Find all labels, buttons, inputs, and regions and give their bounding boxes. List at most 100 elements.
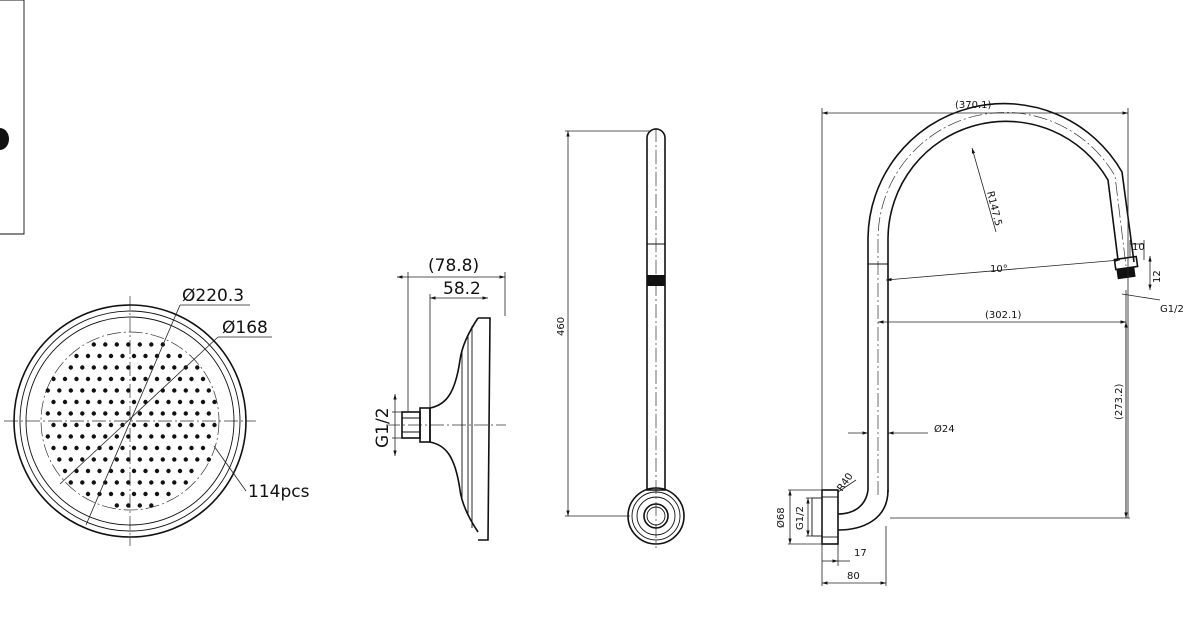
nozzle-dot bbox=[62, 422, 68, 428]
nozzle-dot bbox=[120, 491, 125, 497]
flange-thickness-label: 17 bbox=[854, 548, 867, 559]
thread-label: G1/2 bbox=[373, 407, 393, 448]
nozzle-dot bbox=[85, 422, 91, 428]
nozzle-dot bbox=[120, 422, 125, 428]
nozzle-dot bbox=[131, 445, 137, 451]
shower-arm-side-view: (370.1) R147.5 10° (302.1) (273.2) Ø24 R… bbox=[775, 100, 1184, 586]
nozzle-dot bbox=[166, 445, 171, 451]
nozzle-dot bbox=[137, 457, 142, 462]
nozzle-dot bbox=[137, 480, 142, 485]
nozzle-dot bbox=[131, 422, 137, 428]
nozzle-dot bbox=[108, 491, 114, 497]
nozzle-dot bbox=[183, 411, 188, 416]
nozzle-dot bbox=[149, 388, 154, 393]
nozzle-dot bbox=[74, 353, 79, 359]
nozzle-dot bbox=[166, 376, 171, 382]
nozzle-dot bbox=[172, 411, 177, 416]
nozzle-dot bbox=[195, 457, 200, 462]
nozzle-dot bbox=[80, 388, 85, 393]
nozzle-dot bbox=[51, 376, 56, 382]
nozzle-dot bbox=[137, 434, 142, 439]
nozzle-dot bbox=[200, 399, 206, 405]
nozzle-dot bbox=[97, 422, 102, 428]
nozzle-dot bbox=[206, 457, 211, 462]
nozzle-dot bbox=[143, 491, 148, 497]
nozzle-dot bbox=[206, 388, 211, 393]
nozzle-dot bbox=[126, 342, 131, 347]
body-depth-label: 58.2 bbox=[443, 279, 481, 299]
nozzle-dot bbox=[154, 422, 160, 428]
nozzle-dot bbox=[103, 365, 108, 370]
nozzle-dot bbox=[57, 457, 62, 462]
nozzle-dot bbox=[160, 457, 165, 462]
nozzle-dot bbox=[172, 365, 177, 370]
nozzle-dot bbox=[62, 399, 68, 405]
nozzle-dot bbox=[183, 434, 188, 439]
nozzle-dot bbox=[108, 353, 114, 359]
nozzle-dot bbox=[45, 434, 50, 439]
nozzle-dot bbox=[143, 445, 148, 451]
nozzle-dot bbox=[108, 399, 114, 405]
nozzle-dot bbox=[120, 445, 125, 451]
arm-height-label: 460 bbox=[556, 317, 567, 336]
nozzle-dot bbox=[45, 388, 50, 393]
nozzle-dot bbox=[143, 353, 148, 359]
nozzle-dot bbox=[149, 480, 154, 485]
nozzle-dot bbox=[166, 399, 171, 405]
nozzle-dot bbox=[183, 457, 188, 462]
nozzle-dot bbox=[103, 411, 108, 416]
nozzle-dot bbox=[91, 342, 97, 347]
nozzle-dot bbox=[131, 353, 137, 359]
nozzle-dot bbox=[57, 411, 62, 416]
inner-diameter-label: Ø168 bbox=[222, 318, 268, 338]
nozzle-dot bbox=[126, 503, 131, 508]
nozzle-dot bbox=[62, 445, 68, 451]
angle-label: 10° bbox=[990, 264, 1008, 275]
nozzle-dot bbox=[68, 480, 74, 485]
nozzle-dot bbox=[189, 445, 194, 451]
reach-label: (302.1) bbox=[985, 310, 1022, 321]
nozzle-dot bbox=[143, 376, 148, 382]
outlet-length-label: 10 bbox=[1132, 242, 1145, 253]
nozzle-dot bbox=[137, 365, 142, 370]
nozzle-dot bbox=[126, 434, 131, 439]
nozzle-dot bbox=[85, 491, 91, 497]
nozzle-dot bbox=[103, 342, 108, 347]
nozzle-dot bbox=[143, 468, 148, 474]
nozzle-dot bbox=[177, 353, 183, 359]
nozzle-dot bbox=[120, 353, 125, 359]
nozzle-dot bbox=[195, 434, 200, 439]
nozzle-dot bbox=[51, 422, 56, 428]
nozzle-dot bbox=[57, 388, 62, 393]
flange-offset-label: 80 bbox=[847, 571, 860, 582]
nozzle-dot bbox=[68, 388, 74, 393]
nozzle-dot bbox=[177, 468, 183, 474]
spray-nozzle-pattern bbox=[45, 342, 217, 508]
nozzle-dot bbox=[200, 422, 206, 428]
nozzle-dot bbox=[195, 411, 200, 416]
nozzle-dot bbox=[74, 468, 79, 474]
nozzle-dot bbox=[160, 480, 165, 485]
nozzle-dot bbox=[149, 503, 154, 508]
nozzle-dot bbox=[160, 411, 165, 416]
shower-arm-front-view: 460 bbox=[556, 128, 685, 548]
product-thumbnail-fragment bbox=[0, 0, 25, 235]
nozzle-dot bbox=[131, 491, 137, 497]
nozzle-dot bbox=[103, 388, 108, 393]
nozzle-dot bbox=[91, 434, 97, 439]
nozzle-dot bbox=[177, 399, 183, 405]
nozzle-dot bbox=[183, 388, 188, 393]
nozzle-dot bbox=[166, 422, 171, 428]
inlet-thread-label: G1/2 bbox=[795, 506, 806, 530]
nozzle-dot bbox=[68, 457, 74, 462]
outlet-size-label: 12 bbox=[1152, 270, 1163, 283]
nozzle-dot bbox=[114, 480, 120, 485]
nozzle-dot bbox=[91, 480, 97, 485]
nozzle-dot bbox=[177, 422, 183, 428]
nozzle-dot bbox=[189, 422, 194, 428]
nozzle-dot bbox=[195, 388, 200, 393]
nozzle-dot bbox=[154, 445, 160, 451]
nozzle-dot bbox=[97, 445, 102, 451]
nozzle-dot bbox=[120, 376, 125, 382]
